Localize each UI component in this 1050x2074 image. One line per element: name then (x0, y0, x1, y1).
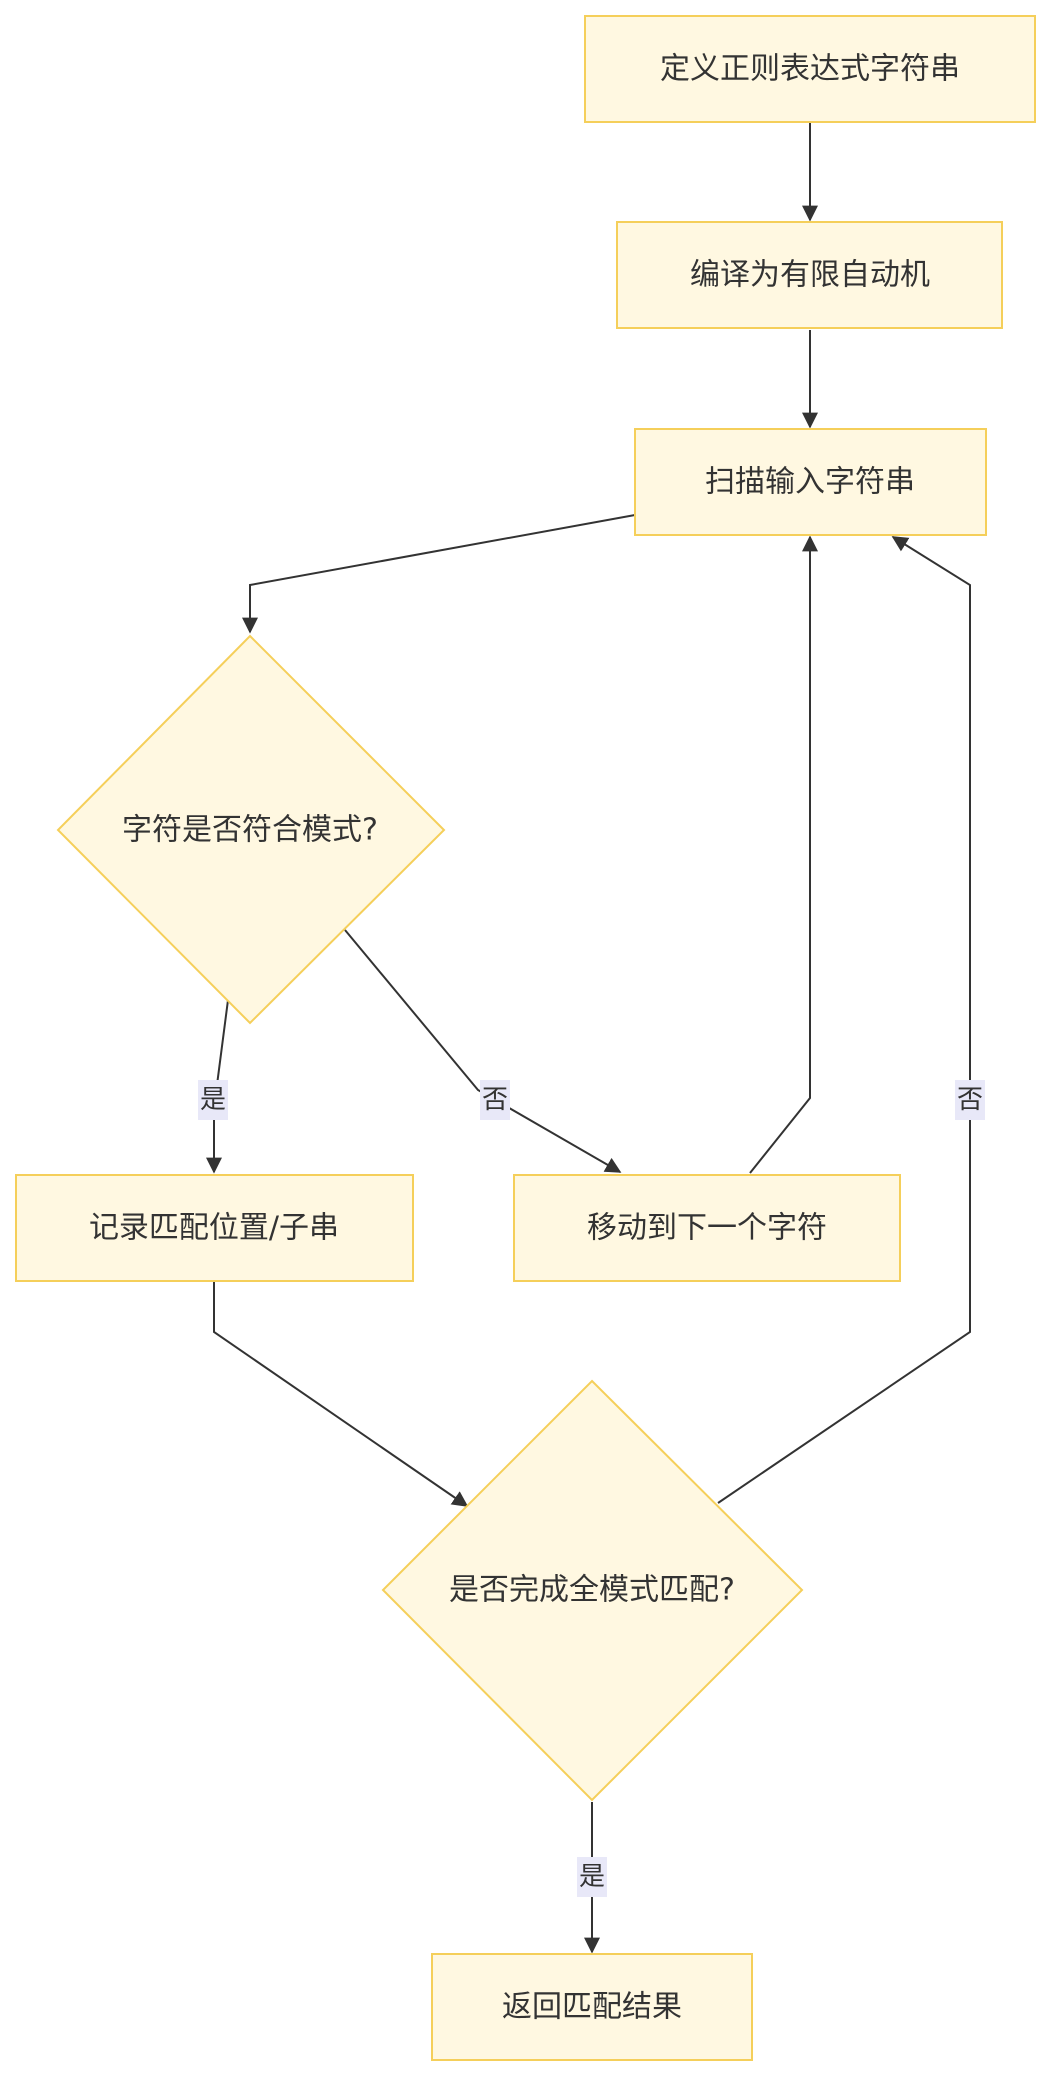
node-return-result: 返回匹配结果 (431, 1953, 753, 2061)
edge-label-full-no-text: 否 (957, 1085, 983, 1115)
edge-label-char-no: 否 (480, 1080, 510, 1120)
node-move-next-label: 移动到下一个字符 (587, 1211, 827, 1246)
node-full-match-decision: 是否完成全模式匹配? (381, 1379, 804, 1802)
edge-label-char-yes-text: 是 (200, 1085, 226, 1115)
edge-char-check-no (344, 929, 622, 1173)
edge-label-full-no: 否 (955, 1080, 985, 1120)
node-scan-input-label: 扫描输入字符串 (705, 465, 915, 500)
node-define-regex-label: 定义正则表达式字符串 (660, 52, 960, 87)
node-char-match-decision: 字符是否符合模式? (56, 634, 446, 1025)
node-return-result-label: 返回匹配结果 (502, 1990, 682, 2025)
edge-label-char-yes: 是 (198, 1080, 228, 1120)
edge-label-char-no-text: 否 (482, 1085, 508, 1115)
node-define-regex: 定义正则表达式字符串 (584, 15, 1036, 123)
node-scan-input: 扫描输入字符串 (634, 428, 987, 536)
node-compile-fa-label: 编译为有限自动机 (690, 258, 930, 293)
node-record-match-label: 记录匹配位置/子串 (89, 1211, 339, 1246)
edge-move-to-scan (749, 535, 818, 1174)
node-full-match-label: 是否完成全模式匹配? (449, 1573, 735, 1608)
node-move-next: 移动到下一个字符 (513, 1174, 901, 1282)
node-char-match-label: 字符是否符合模式? (122, 813, 378, 848)
edge-record-to-full-check (213, 1282, 469, 1507)
node-record-match: 记录匹配位置/子串 (15, 1174, 414, 1282)
edges (206, 123, 971, 1954)
edge-label-full-yes-text: 是 (579, 1862, 605, 1892)
node-compile-fa: 编译为有限自动机 (616, 221, 1003, 329)
edge-full-check-no (717, 536, 971, 1504)
edge-label-full-yes: 是 (577, 1857, 607, 1897)
edge-scan-to-char-check (242, 514, 636, 634)
